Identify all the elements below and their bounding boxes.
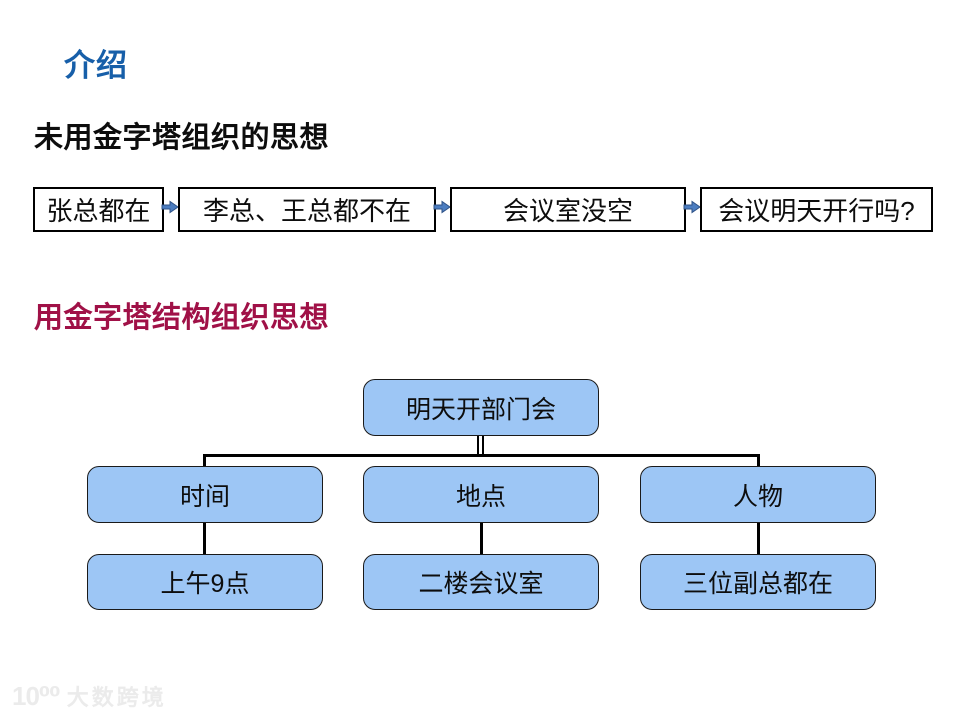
flow-box-1-label: 张总都在 — [46, 196, 151, 226]
tree-box-people: 人物 — [640, 466, 876, 523]
tree-box-people-label: 人物 — [732, 482, 783, 511]
page-title: 介绍 — [64, 48, 128, 83]
connector-vertical-line — [480, 523, 483, 554]
tree-box-place-label: 地点 — [455, 482, 506, 511]
tree-box-time-detail-label: 上午9点 — [160, 570, 250, 598]
tree-box-place-detail: 二楼会议室 — [363, 554, 599, 610]
connector-vertical-line — [203, 523, 206, 554]
tree-box-place-detail-label: 二楼会议室 — [418, 570, 544, 598]
flow-box-3-label: 会议室没空 — [502, 196, 633, 226]
watermark-logo-icon: 10⁰⁰ — [12, 680, 61, 711]
tree-box-time: 时间 — [87, 466, 323, 523]
flow-box-2-label: 李总、王总都不在 — [202, 196, 411, 226]
connector-double-line — [477, 436, 479, 455]
right-arrow-icon — [161, 200, 179, 214]
flow-box-2: 李总、王总都不在 — [178, 187, 436, 232]
tree-box-time-detail: 上午9点 — [87, 554, 323, 610]
tree-box-people-detail: 三位副总都在 — [640, 554, 876, 610]
heading-pyramid: 用金字塔结构组织思想 — [34, 302, 330, 334]
heading-unstructured: 未用金字塔组织的思想 — [34, 122, 330, 154]
flow-box-4-label: 会议明天开行吗? — [718, 196, 915, 226]
tree-box-place: 地点 — [363, 466, 599, 523]
connector-vertical-line — [757, 523, 760, 554]
right-arrow-icon — [683, 200, 701, 214]
tree-box-time-label: 时间 — [179, 482, 230, 511]
right-arrow-icon — [433, 200, 451, 214]
flow-box-1: 张总都在 — [33, 187, 164, 232]
watermark: 10⁰⁰ 大数跨境 — [12, 680, 167, 712]
tree-box-people-detail-label: 三位副总都在 — [682, 570, 833, 598]
connector-horizontal-line — [203, 454, 760, 457]
watermark-brand-text: 大数跨境 — [66, 685, 167, 710]
connector-double-line — [482, 436, 484, 455]
connector-stub — [203, 454, 206, 467]
tree-root-box: 明天开部门会 — [363, 379, 599, 436]
flow-box-3: 会议室没空 — [450, 187, 686, 232]
tree-root-label: 明天开部门会 — [405, 395, 556, 424]
flow-box-4: 会议明天开行吗? — [700, 187, 933, 232]
connector-stub — [757, 454, 760, 467]
